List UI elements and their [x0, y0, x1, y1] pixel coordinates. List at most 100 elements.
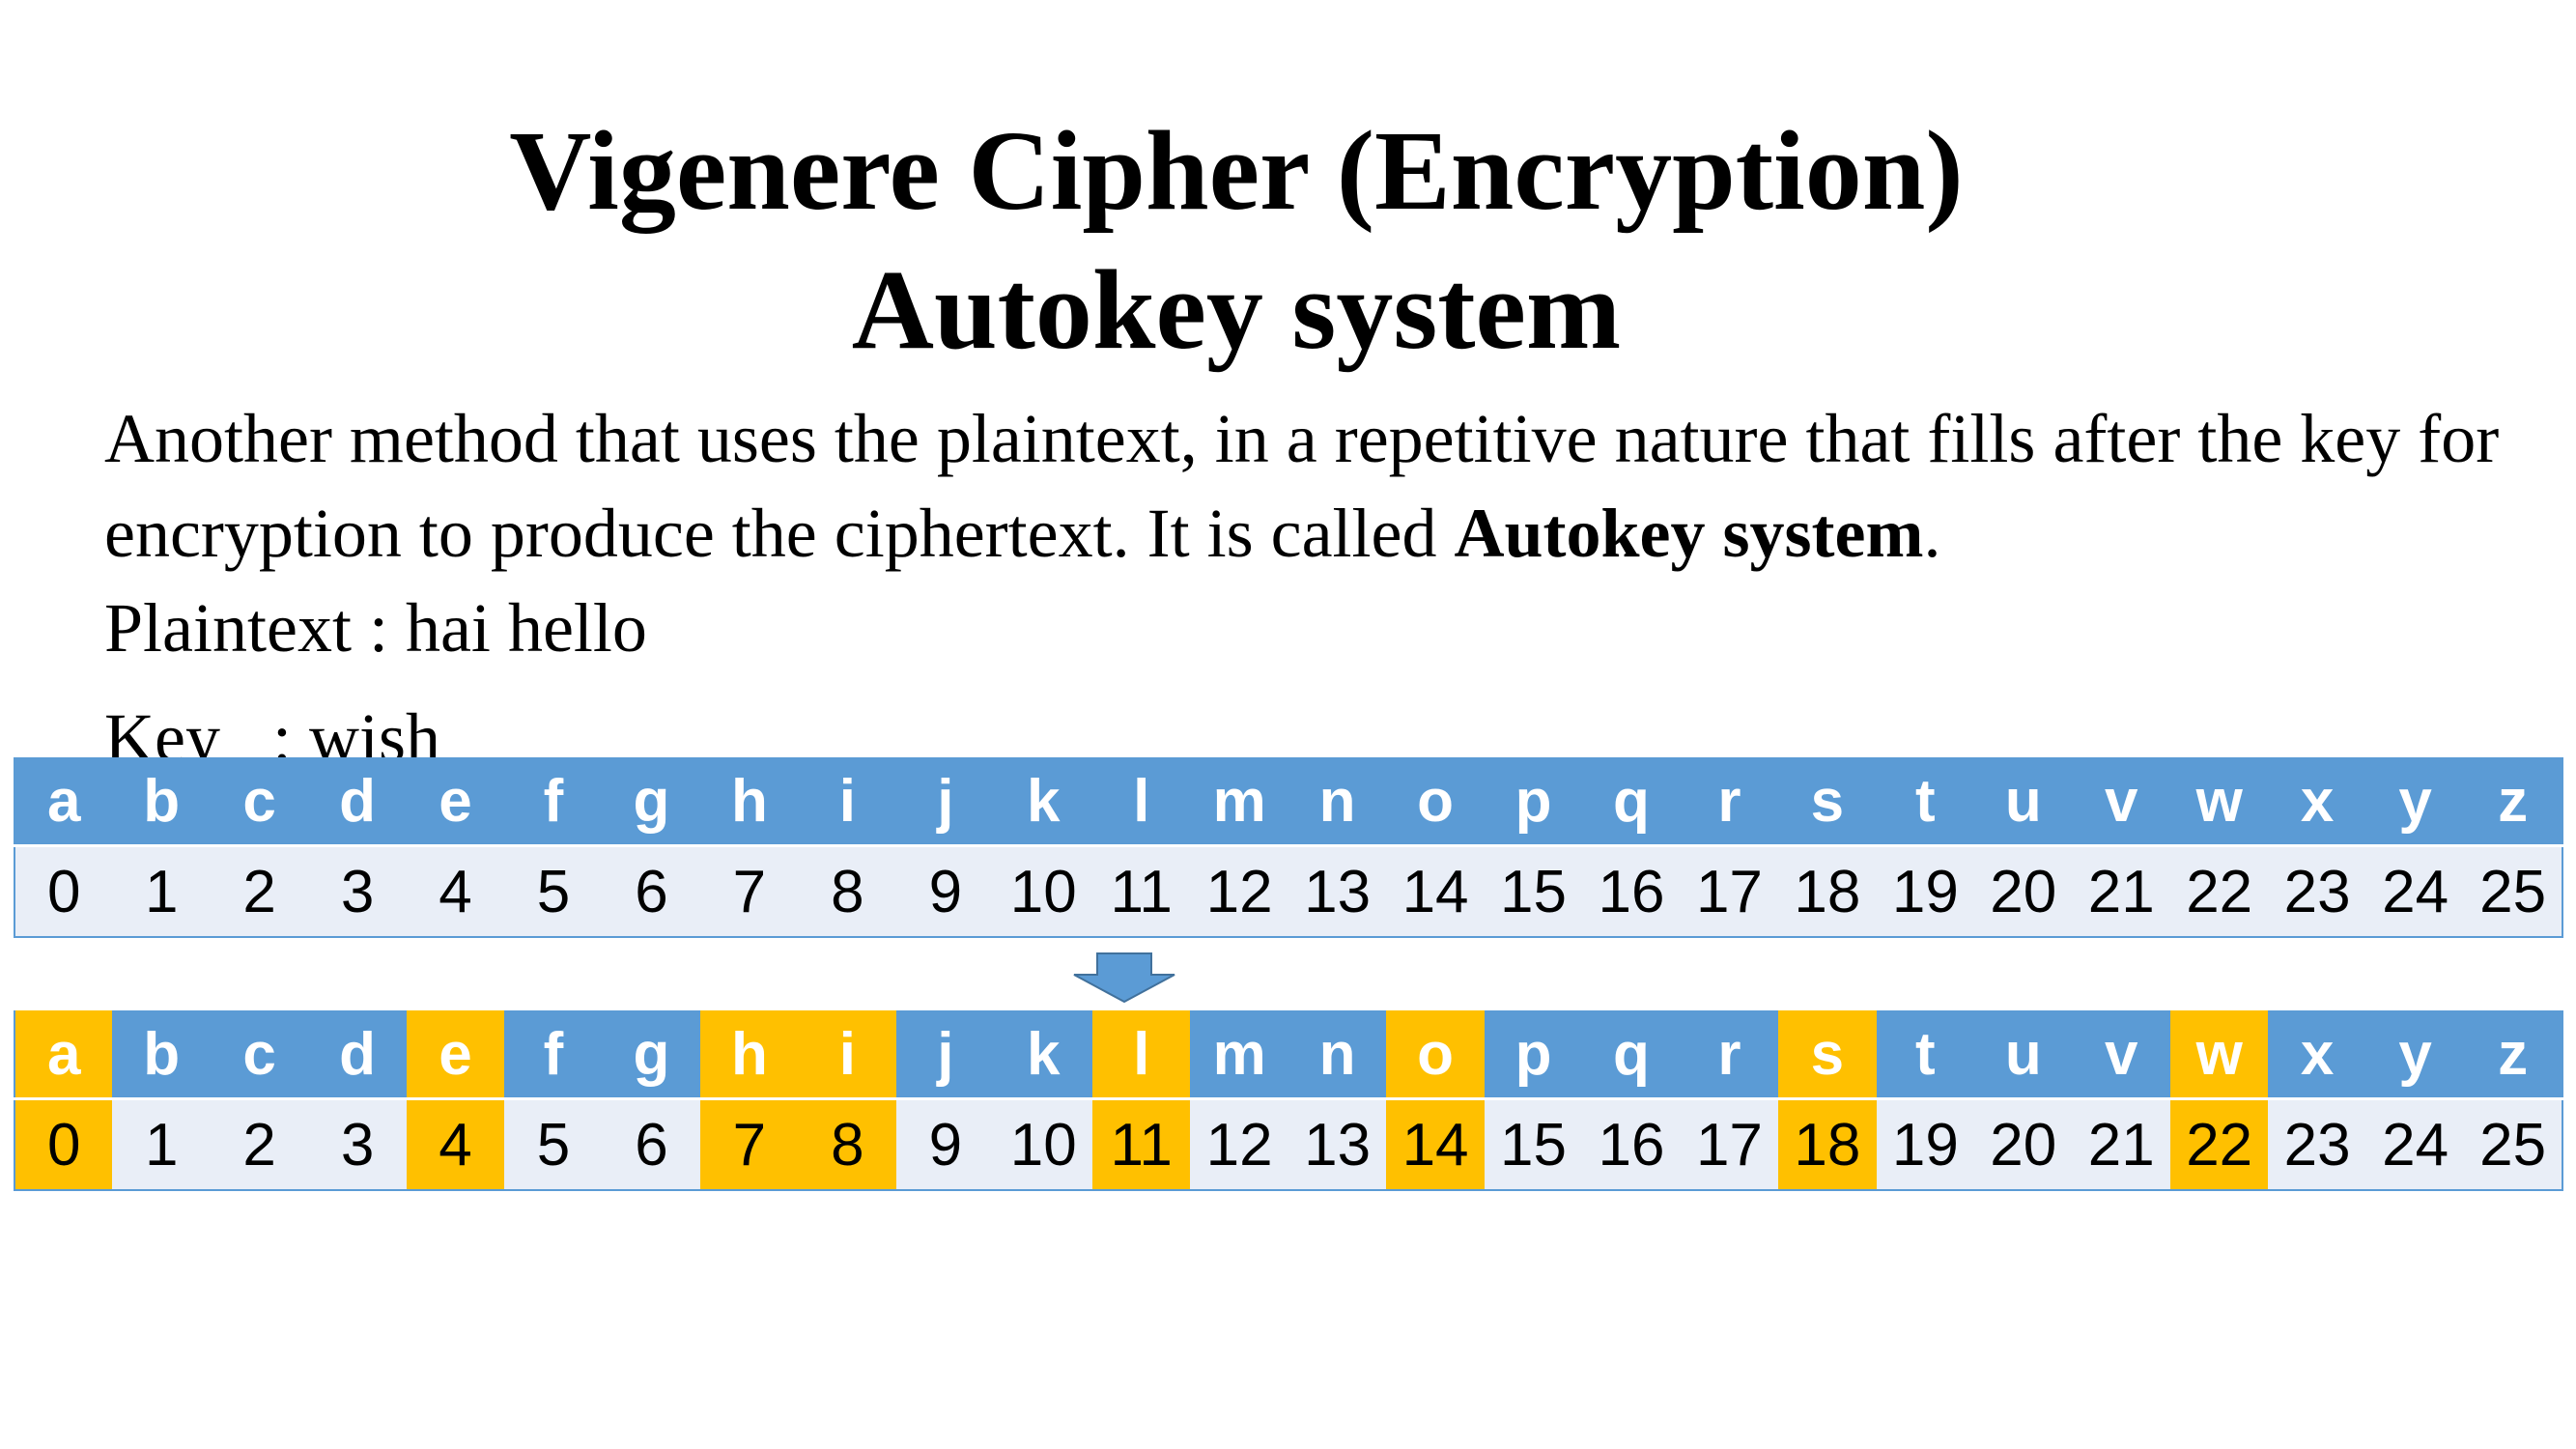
- letter-cell: y: [2365, 757, 2465, 846]
- number-cell: 16: [1582, 1097, 1681, 1191]
- key-line: Key : wish: [104, 691, 877, 758]
- letter-cell: q: [1582, 757, 1681, 846]
- number-cell: 3: [308, 844, 407, 938]
- number-cell: 23: [2268, 1097, 2366, 1191]
- letter-cell: n: [1288, 757, 1387, 846]
- number-cell: 11: [1091, 1097, 1191, 1191]
- number-cell: 16: [1582, 844, 1681, 938]
- letter-cell: a: [14, 757, 113, 846]
- number-cell: 20: [1974, 844, 2073, 938]
- number-cell: 5: [504, 1097, 603, 1191]
- number-cell: 11: [1091, 844, 1191, 938]
- letter-cell: b: [112, 1010, 211, 1099]
- number-cell: 2: [210, 1097, 309, 1191]
- number-cell: 1: [112, 844, 211, 938]
- number-cell: 12: [1190, 844, 1288, 938]
- number-cell: 4: [406, 844, 505, 938]
- number-cell: 10: [994, 1097, 1092, 1191]
- number-cell: 25: [2464, 1097, 2562, 1191]
- letter-cell: v: [2072, 1010, 2170, 1099]
- letter-cell: p: [1484, 1010, 1583, 1099]
- letter-cell: h: [700, 1010, 799, 1099]
- number-cell: 24: [2365, 844, 2465, 938]
- number-cell: 20: [1974, 1097, 2073, 1191]
- letter-cell: o: [1386, 757, 1485, 846]
- number-cell: 18: [1778, 1097, 1877, 1191]
- letter-cell: o: [1386, 1010, 1485, 1099]
- letter-cell: j: [896, 1010, 995, 1099]
- key-text: Key : wish: [104, 699, 440, 758]
- number-cell: 4: [406, 1097, 505, 1191]
- number-cell: 14: [1386, 844, 1485, 938]
- number-cell: 8: [798, 844, 897, 938]
- number-cell: 22: [2169, 1097, 2269, 1191]
- letter-cell: j: [896, 757, 995, 846]
- letter-cell: h: [700, 757, 799, 846]
- letter-cell: g: [602, 757, 701, 846]
- number-cell: 25: [2464, 844, 2562, 938]
- number-cell: 9: [896, 1097, 995, 1191]
- letter-cell: e: [406, 757, 505, 846]
- letter-cell: f: [504, 1010, 603, 1099]
- letter-cell: l: [1091, 1010, 1191, 1099]
- letter-cell: n: [1288, 1010, 1387, 1099]
- letter-cell: m: [1190, 1010, 1288, 1099]
- letter-cell: s: [1778, 1010, 1877, 1099]
- letter-cell: x: [2268, 757, 2366, 846]
- letter-cell: w: [2169, 757, 2269, 846]
- number-cell: 7: [700, 844, 799, 938]
- letter-cell: z: [2464, 757, 2562, 846]
- autokey-emphasis: Autokey system: [1454, 495, 1924, 572]
- number-cell: 3: [308, 1097, 407, 1191]
- letter-cell: c: [210, 757, 309, 846]
- letter-cell: s: [1778, 757, 1877, 846]
- number-cell: 23: [2268, 844, 2366, 938]
- letter-cell: k: [994, 1010, 1092, 1099]
- letter-cell: i: [798, 1010, 897, 1099]
- letter-cell: q: [1582, 1010, 1681, 1099]
- plaintext-line: Plaintext : hai hello: [104, 589, 647, 667]
- letter-cell: i: [798, 757, 897, 846]
- number-cell: 0: [14, 1097, 113, 1191]
- number-cell: 12: [1190, 1097, 1288, 1191]
- letter-cell: u: [1974, 1010, 2073, 1099]
- letter-cell: t: [1876, 757, 1975, 846]
- number-cell: 13: [1288, 844, 1387, 938]
- number-cell: 22: [2169, 844, 2269, 938]
- letter-cell: z: [2464, 1010, 2562, 1099]
- letter-cell: u: [1974, 757, 2073, 846]
- letter-cell: d: [308, 757, 407, 846]
- number-cell: 19: [1876, 844, 1975, 938]
- number-cell: 13: [1288, 1097, 1387, 1191]
- letter-cell: b: [112, 757, 211, 846]
- number-cell: 17: [1680, 844, 1779, 938]
- letter-cell: v: [2072, 757, 2170, 846]
- number-cell: 6: [602, 844, 701, 938]
- description-text: Another method that uses the plaintext, …: [104, 400, 2500, 572]
- description-paragraph: Another method that uses the plaintext, …: [104, 391, 2538, 581]
- number-cell: 15: [1484, 1097, 1583, 1191]
- letter-cell: l: [1091, 757, 1191, 846]
- slide-title-line-2: Autokey system: [851, 246, 1622, 373]
- number-cell: 14: [1386, 1097, 1485, 1191]
- letter-cell: y: [2365, 1010, 2465, 1099]
- number-cell: 0: [14, 844, 113, 938]
- number-cell: 1: [112, 1097, 211, 1191]
- letter-cell: a: [14, 1010, 113, 1099]
- letter-cell: m: [1190, 757, 1288, 846]
- number-cell: 24: [2365, 1097, 2465, 1191]
- letter-cell: g: [602, 1010, 701, 1099]
- number-cell: 18: [1778, 844, 1877, 938]
- number-cell: 21: [2072, 1097, 2170, 1191]
- letter-cell: r: [1680, 757, 1779, 846]
- letter-cell: c: [210, 1010, 309, 1099]
- number-cell: 8: [798, 1097, 897, 1191]
- number-cell: 15: [1484, 844, 1583, 938]
- number-cell: 5: [504, 844, 603, 938]
- letter-cell: d: [308, 1010, 407, 1099]
- letter-cell: k: [994, 757, 1092, 846]
